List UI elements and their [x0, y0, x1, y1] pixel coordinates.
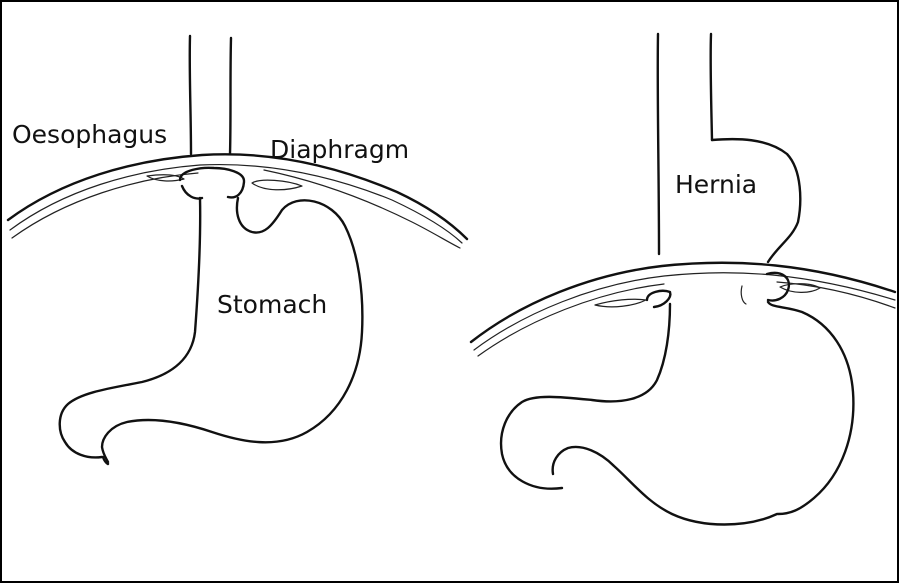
hernia-sac: [712, 139, 800, 262]
diaphragm-hernia: [471, 263, 895, 356]
oesophagus-label: Oesophagus: [12, 122, 167, 147]
hernia-label: Hernia: [675, 172, 757, 197]
normal-anatomy: [8, 36, 467, 464]
diaphragm-label: Diaphragm: [270, 137, 409, 162]
hernia-anatomy: [471, 34, 895, 525]
stomach-normal: [60, 198, 363, 464]
oesophagus-normal: [190, 36, 231, 154]
oesophagus-hernia: [658, 34, 712, 254]
stomach-label: Stomach: [217, 292, 327, 317]
stomach-hernia: [501, 302, 853, 525]
